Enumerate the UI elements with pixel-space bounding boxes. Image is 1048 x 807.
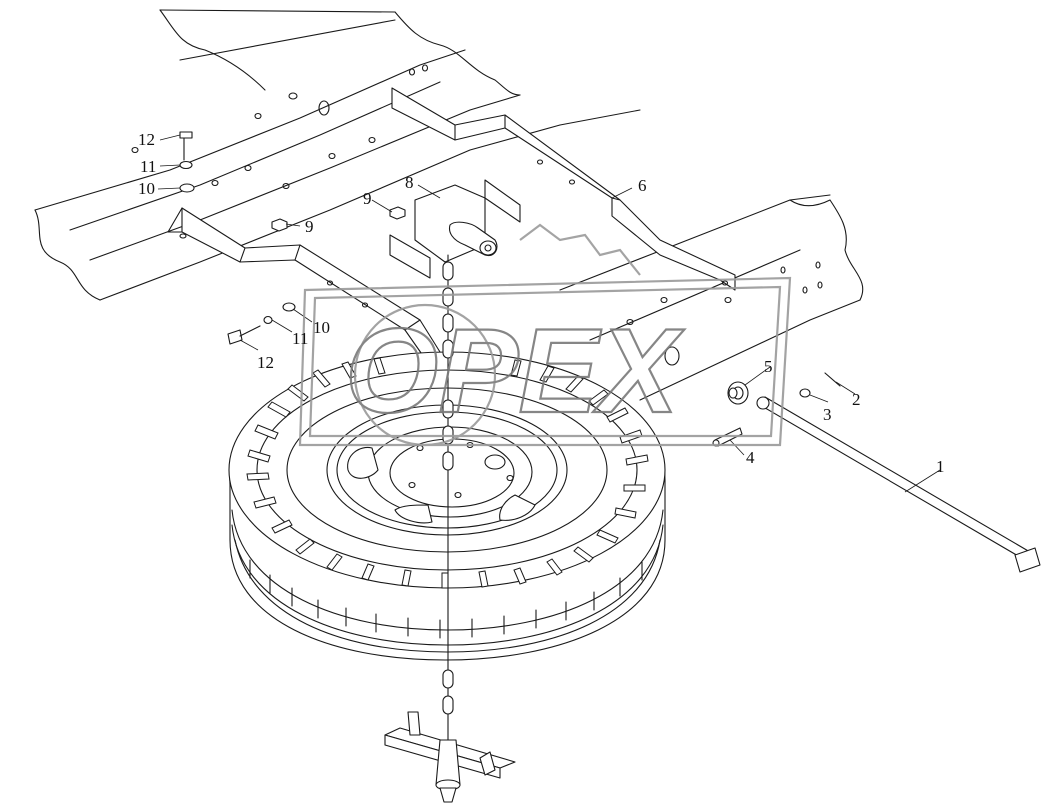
fasteners-upper-left	[179, 131, 195, 193]
callout-10-lower: 10	[313, 318, 330, 337]
bushing-5	[727, 381, 749, 405]
winch-bracket-8	[389, 179, 521, 279]
sidewall-blocks	[249, 559, 643, 639]
callout-11-lower: 11	[292, 329, 308, 348]
watermark-text: OPEX	[345, 304, 685, 438]
callout-4: 4	[746, 448, 755, 467]
callout-3: 3	[823, 405, 832, 424]
cotter-pin-2	[824, 372, 841, 387]
callout-12-lower: 12	[257, 353, 274, 372]
callout-8: 8	[405, 173, 414, 192]
callout-10-upper: 10	[138, 179, 155, 198]
tread-pattern	[246, 357, 649, 589]
crank-shaft-1	[756, 396, 1041, 573]
opex-watermark: OPEX	[298, 223, 792, 447]
nut-9-upper	[389, 206, 406, 220]
callout-12-upper: 12	[138, 130, 155, 149]
chassis-frame	[34, 9, 864, 401]
fasteners-lower-left	[227, 302, 296, 345]
lifting-chain	[442, 254, 454, 741]
callout-9-upper: 9	[363, 189, 372, 208]
leader-lines	[157, 134, 941, 493]
rail-holes	[131, 64, 429, 190]
tire-retainer-plate	[384, 711, 516, 803]
nut-9-lower	[271, 218, 288, 232]
callout-5: 5	[764, 357, 773, 376]
callout-9-lower: 9	[305, 217, 314, 236]
callout-1: 1	[936, 457, 945, 476]
callouts: 1 2 3 4 5 6 8 9 9 10 10 11 11 12 12	[138, 130, 945, 476]
callout-2: 2	[852, 390, 861, 409]
washer-3	[799, 388, 811, 398]
callout-11-upper: 11	[140, 157, 156, 176]
callout-6: 6	[638, 176, 647, 195]
